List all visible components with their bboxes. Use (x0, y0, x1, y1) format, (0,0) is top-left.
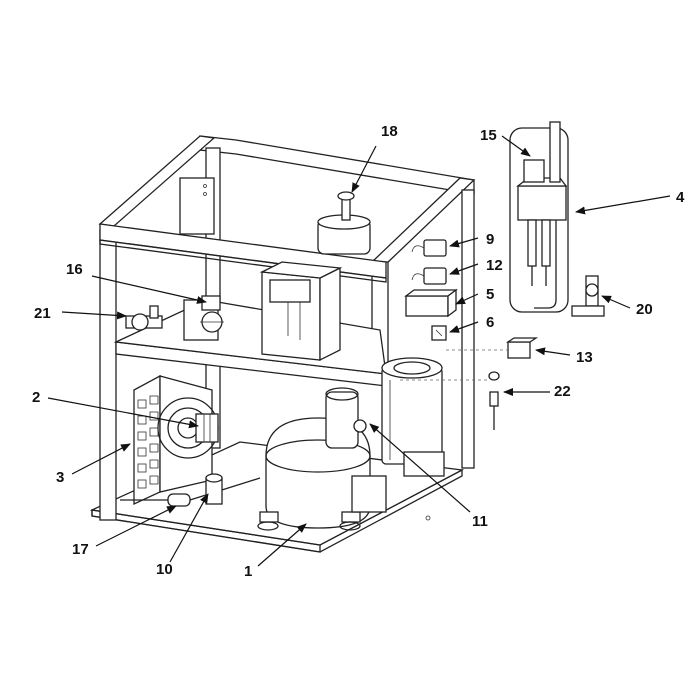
leader-lines (47, 135, 671, 567)
callout-16: 16 (66, 261, 83, 278)
filter-drier (120, 477, 261, 507)
callout-12: 12 (486, 257, 503, 274)
callout-6: 6 (486, 314, 494, 331)
relay-5 (404, 288, 458, 318)
fitting-21 (125, 305, 163, 331)
connector-6 (431, 325, 447, 341)
pump-motor (381, 357, 445, 477)
switch-13 (505, 337, 539, 359)
condenser-fan (133, 374, 219, 506)
compressor (257, 417, 387, 531)
callout-15: 15 (480, 127, 497, 144)
water-valve (183, 295, 224, 341)
evaporator-assembly (509, 121, 569, 313)
callout-11: 11 (472, 513, 488, 530)
switch-12 (411, 267, 447, 285)
callout-3: 3 (56, 469, 64, 486)
callout-9: 9 (486, 231, 494, 248)
callout-18: 18 (381, 123, 398, 140)
callout-5: 5 (486, 286, 494, 303)
callout-20: 20 (636, 301, 653, 318)
control-box (259, 261, 343, 362)
fitting-22 (488, 371, 500, 430)
accumulator-tank (317, 191, 371, 255)
callout-2: 2 (32, 389, 40, 406)
callout-22: 22 (554, 383, 571, 400)
callout-10: 10 (156, 561, 173, 578)
switch-9 (411, 239, 447, 257)
valve-10 (205, 473, 223, 505)
callout-21: 21 (34, 305, 51, 322)
receiver (325, 387, 367, 449)
callout-4: 4 (676, 189, 685, 206)
callout-13: 13 (576, 349, 593, 366)
valve-fitting-20 (571, 275, 605, 317)
callout-1: 1 (244, 563, 252, 580)
callout-17: 17 (72, 541, 89, 558)
